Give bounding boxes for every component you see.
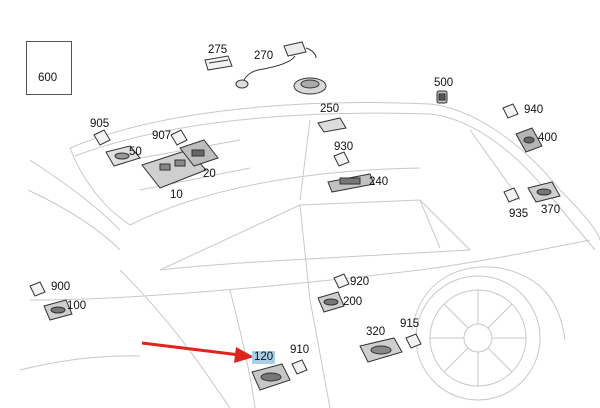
part-label-320[interactable]: 320 bbox=[366, 326, 386, 338]
part-label-370[interactable]: 370 bbox=[541, 204, 561, 216]
part-label-500[interactable]: 500 bbox=[434, 77, 454, 89]
part-label-930[interactable]: 930 bbox=[334, 141, 354, 153]
part-label-915[interactable]: 915 bbox=[400, 318, 420, 330]
part-label-935[interactable]: 935 bbox=[509, 208, 529, 220]
part-label-120-highlighted[interactable]: 120 bbox=[252, 351, 276, 364]
part-label-10[interactable]: 10 bbox=[170, 189, 183, 201]
part-label-400[interactable]: 400 bbox=[538, 132, 558, 144]
part-label-240[interactable]: 240 bbox=[369, 176, 389, 188]
part-label-900[interactable]: 900 bbox=[51, 281, 71, 293]
part-label-100[interactable]: 100 bbox=[67, 300, 87, 312]
inset-box-600 bbox=[26, 41, 72, 95]
part-label-50[interactable]: 50 bbox=[129, 146, 142, 158]
part-label-907[interactable]: 907 bbox=[152, 130, 172, 142]
part-label-275[interactable]: 275 bbox=[208, 44, 228, 56]
part-label-920[interactable]: 920 bbox=[350, 276, 370, 288]
part-label-270[interactable]: 270 bbox=[254, 50, 274, 62]
part-label-905[interactable]: 905 bbox=[90, 118, 110, 130]
part-label-200[interactable]: 200 bbox=[343, 296, 363, 308]
part-label-20[interactable]: 20 bbox=[203, 168, 216, 180]
part-label-940[interactable]: 940 bbox=[524, 104, 544, 116]
part-label-910[interactable]: 910 bbox=[290, 344, 310, 356]
part-label-600[interactable]: 600 bbox=[38, 72, 58, 84]
part-label-250[interactable]: 250 bbox=[320, 103, 340, 115]
pointer-arrow bbox=[141, 341, 254, 363]
